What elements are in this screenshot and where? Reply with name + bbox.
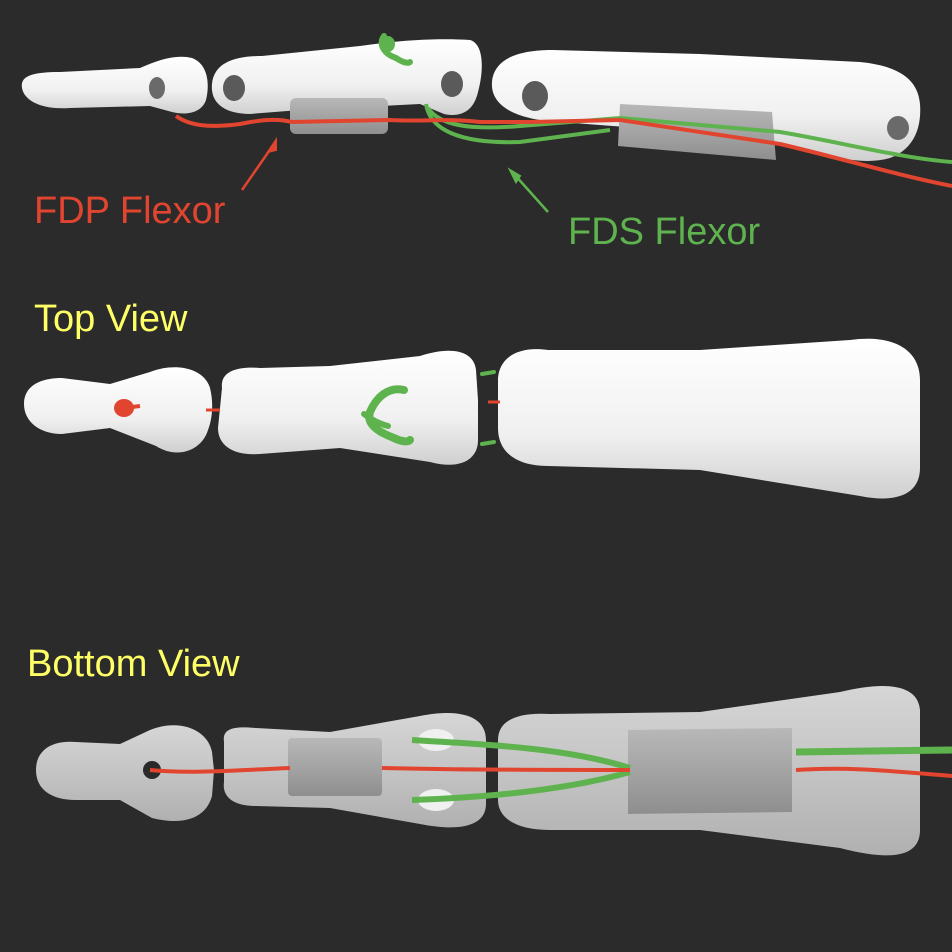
fds-label: FDS Flexor xyxy=(568,211,761,253)
bottom-view-label: Bottom View xyxy=(27,643,240,685)
top-middle-phalanx xyxy=(218,350,478,465)
top-view xyxy=(24,338,920,499)
fdp-arrowhead xyxy=(265,136,277,154)
side-view xyxy=(21,33,952,213)
top-middle-fds-v xyxy=(365,385,414,446)
bottom-sleeve-middle xyxy=(288,738,382,796)
fds-arrow xyxy=(513,173,549,213)
top-middle-fds-v2 xyxy=(361,411,391,429)
side-distal-hole xyxy=(149,77,165,99)
side-proximal-phalanx xyxy=(491,50,921,161)
side-middle-phalanx xyxy=(211,39,482,116)
bottom-fdp-tendon-proximal xyxy=(795,766,952,778)
top-distal-fdp-stub xyxy=(123,404,141,410)
bottom-fdp-tendon-b xyxy=(381,766,631,772)
side-middle-hole-left xyxy=(223,75,245,101)
side-sleeve-middle xyxy=(290,98,388,134)
bottom-fds-tendon-proximal xyxy=(795,746,952,756)
top-proximal-phalanx xyxy=(498,338,920,499)
bottom-fds-tendon-upper xyxy=(411,737,631,771)
bottom-sleeve-proximal xyxy=(628,728,792,814)
side-proximal-hole-right xyxy=(887,116,909,140)
side-fds-tendon-lower xyxy=(424,103,611,145)
side-fds-tendon-upper xyxy=(426,106,952,164)
top-fds-tick-upper xyxy=(480,370,496,376)
top-view-label: Top View xyxy=(34,298,188,340)
bottom-view xyxy=(36,686,952,856)
fds-arrowhead xyxy=(507,167,522,184)
side-fdp-tendon xyxy=(174,114,952,188)
bottom-fds-tendon-lower xyxy=(411,769,631,803)
fdp-label: FDP Flexor xyxy=(34,190,226,232)
bottom-fdp-tendon-a xyxy=(149,766,291,774)
side-fds-nub xyxy=(381,36,395,52)
side-distal-phalanx xyxy=(21,56,208,114)
side-middle-hole-right xyxy=(441,71,463,97)
bottom-distal-phalanx xyxy=(36,725,214,822)
side-proximal-hole-left xyxy=(522,81,548,111)
top-fds-tick-lower xyxy=(480,440,496,446)
